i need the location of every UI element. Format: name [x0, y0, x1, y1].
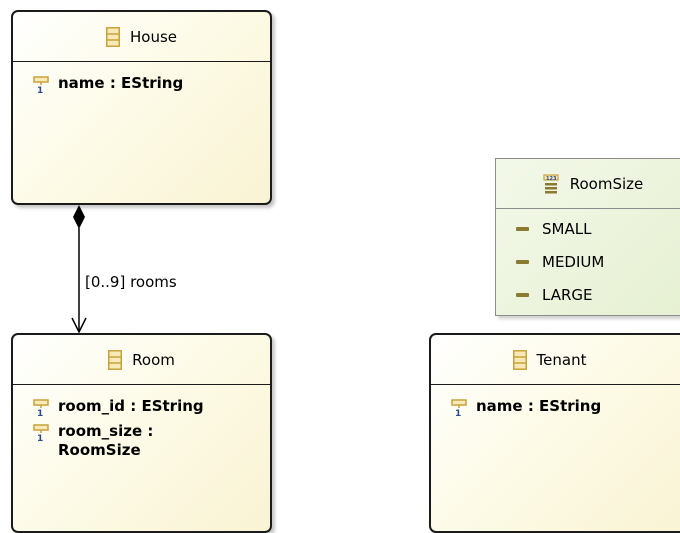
enum-literal[interactable]: LARGE: [496, 278, 680, 311]
eenum-literal-icon: [516, 292, 529, 297]
eenum-icon: 123: [542, 173, 560, 194]
arrowhead: [71, 317, 87, 334]
eclass-icon: [105, 26, 120, 47]
class-name: House: [129, 27, 177, 46]
attribute-label: name : EString: [58, 74, 184, 92]
eattribute-icon: 1: [33, 76, 49, 96]
enum-header: 123 RoomSize: [496, 159, 680, 209]
enum-name: RoomSize: [569, 174, 644, 193]
svg-text:1: 1: [37, 86, 43, 94]
literal-label: LARGE: [542, 285, 593, 304]
class-room[interactable]: Room 1 room_id : EString 1 room_size : R…: [11, 333, 272, 533]
eattribute-icon: 1: [33, 424, 49, 444]
attribute-label: room_size : RoomSize: [58, 422, 154, 459]
enum-literal[interactable]: MEDIUM: [496, 245, 680, 278]
enum-literal[interactable]: SMALL: [496, 212, 680, 245]
attribute-label: room_id : EString: [58, 397, 204, 415]
class-tenant[interactable]: Tenant 1 name : EString: [429, 333, 680, 533]
reference-label-rooms[interactable]: [0..9] rooms: [85, 273, 177, 291]
class-house[interactable]: House 1 name : EString: [11, 10, 272, 205]
attribute-row[interactable]: 1 name : EString: [13, 74, 270, 96]
svg-text:1: 1: [455, 409, 461, 417]
class-name: Tenant: [536, 350, 587, 369]
svg-text:123: 123: [546, 176, 557, 182]
eenum-literal-icon: [516, 259, 529, 264]
enum-roomsize[interactable]: 123 RoomSize SMALL MEDIUM LARGE: [495, 158, 680, 316]
literal-label: MEDIUM: [542, 252, 605, 271]
svg-text:1: 1: [37, 434, 43, 442]
svg-text:1: 1: [37, 409, 43, 417]
attribute-row[interactable]: 1 room_id : EString: [13, 397, 270, 419]
literal-label: SMALL: [542, 219, 592, 238]
eattribute-icon: 1: [33, 399, 49, 419]
eattribute-icon: 1: [451, 399, 467, 419]
class-header: House: [13, 12, 270, 62]
class-name: Room: [132, 350, 175, 369]
eclass-icon: [108, 349, 123, 370]
attribute-row[interactable]: 1 name : EString: [431, 397, 680, 419]
attribute-row[interactable]: 1 room_size : RoomSize: [13, 422, 270, 460]
containment-diamond: [73, 205, 85, 229]
attribute-label: name : EString: [476, 397, 602, 415]
eclass-icon: [512, 349, 527, 370]
eenum-literal-icon: [516, 226, 529, 231]
class-header: Tenant: [431, 335, 680, 385]
class-header: Room: [13, 335, 270, 385]
